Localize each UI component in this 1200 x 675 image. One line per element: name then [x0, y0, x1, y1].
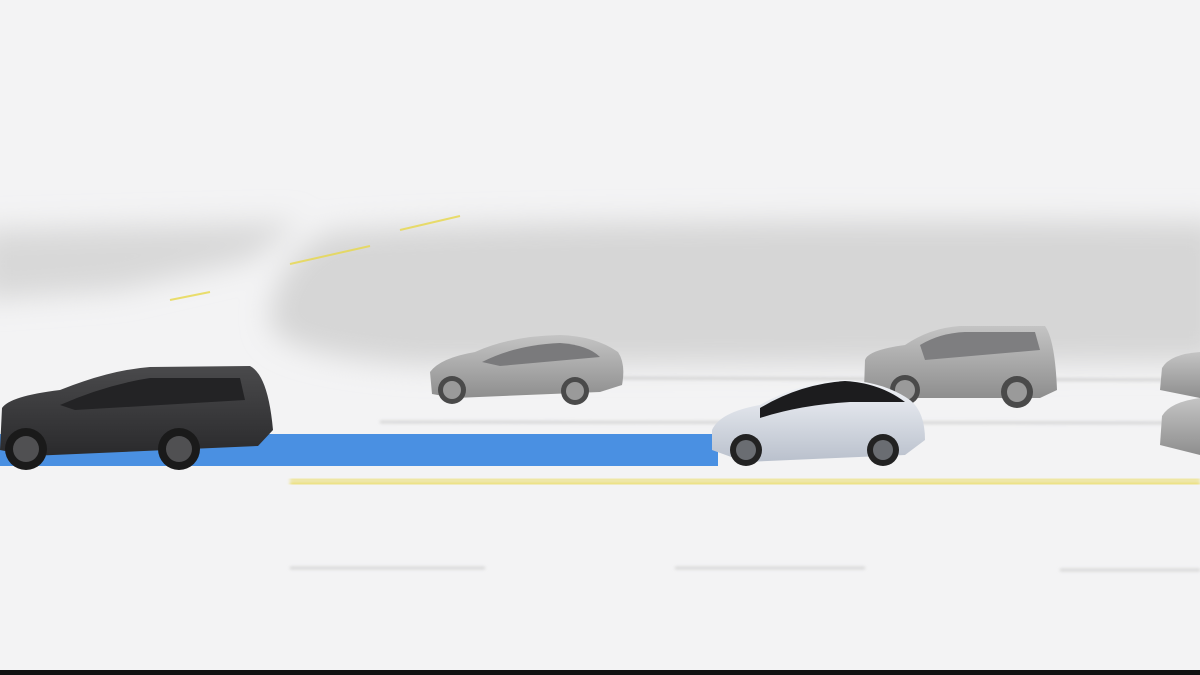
- ego-car-icon: [712, 380, 925, 466]
- suv-icon: [864, 326, 1057, 408]
- lane-lines: [290, 377, 1200, 571]
- partial-vehicle-top: [1160, 352, 1200, 398]
- lead-vehicle-suv: [0, 366, 273, 470]
- sedan-icon: [430, 335, 624, 405]
- center-double-line: [290, 477, 1200, 486]
- partial-vehicle-bottom: [1160, 398, 1200, 455]
- screen-bottom-edge: [0, 670, 1200, 675]
- distant-center-line: [169, 215, 461, 301]
